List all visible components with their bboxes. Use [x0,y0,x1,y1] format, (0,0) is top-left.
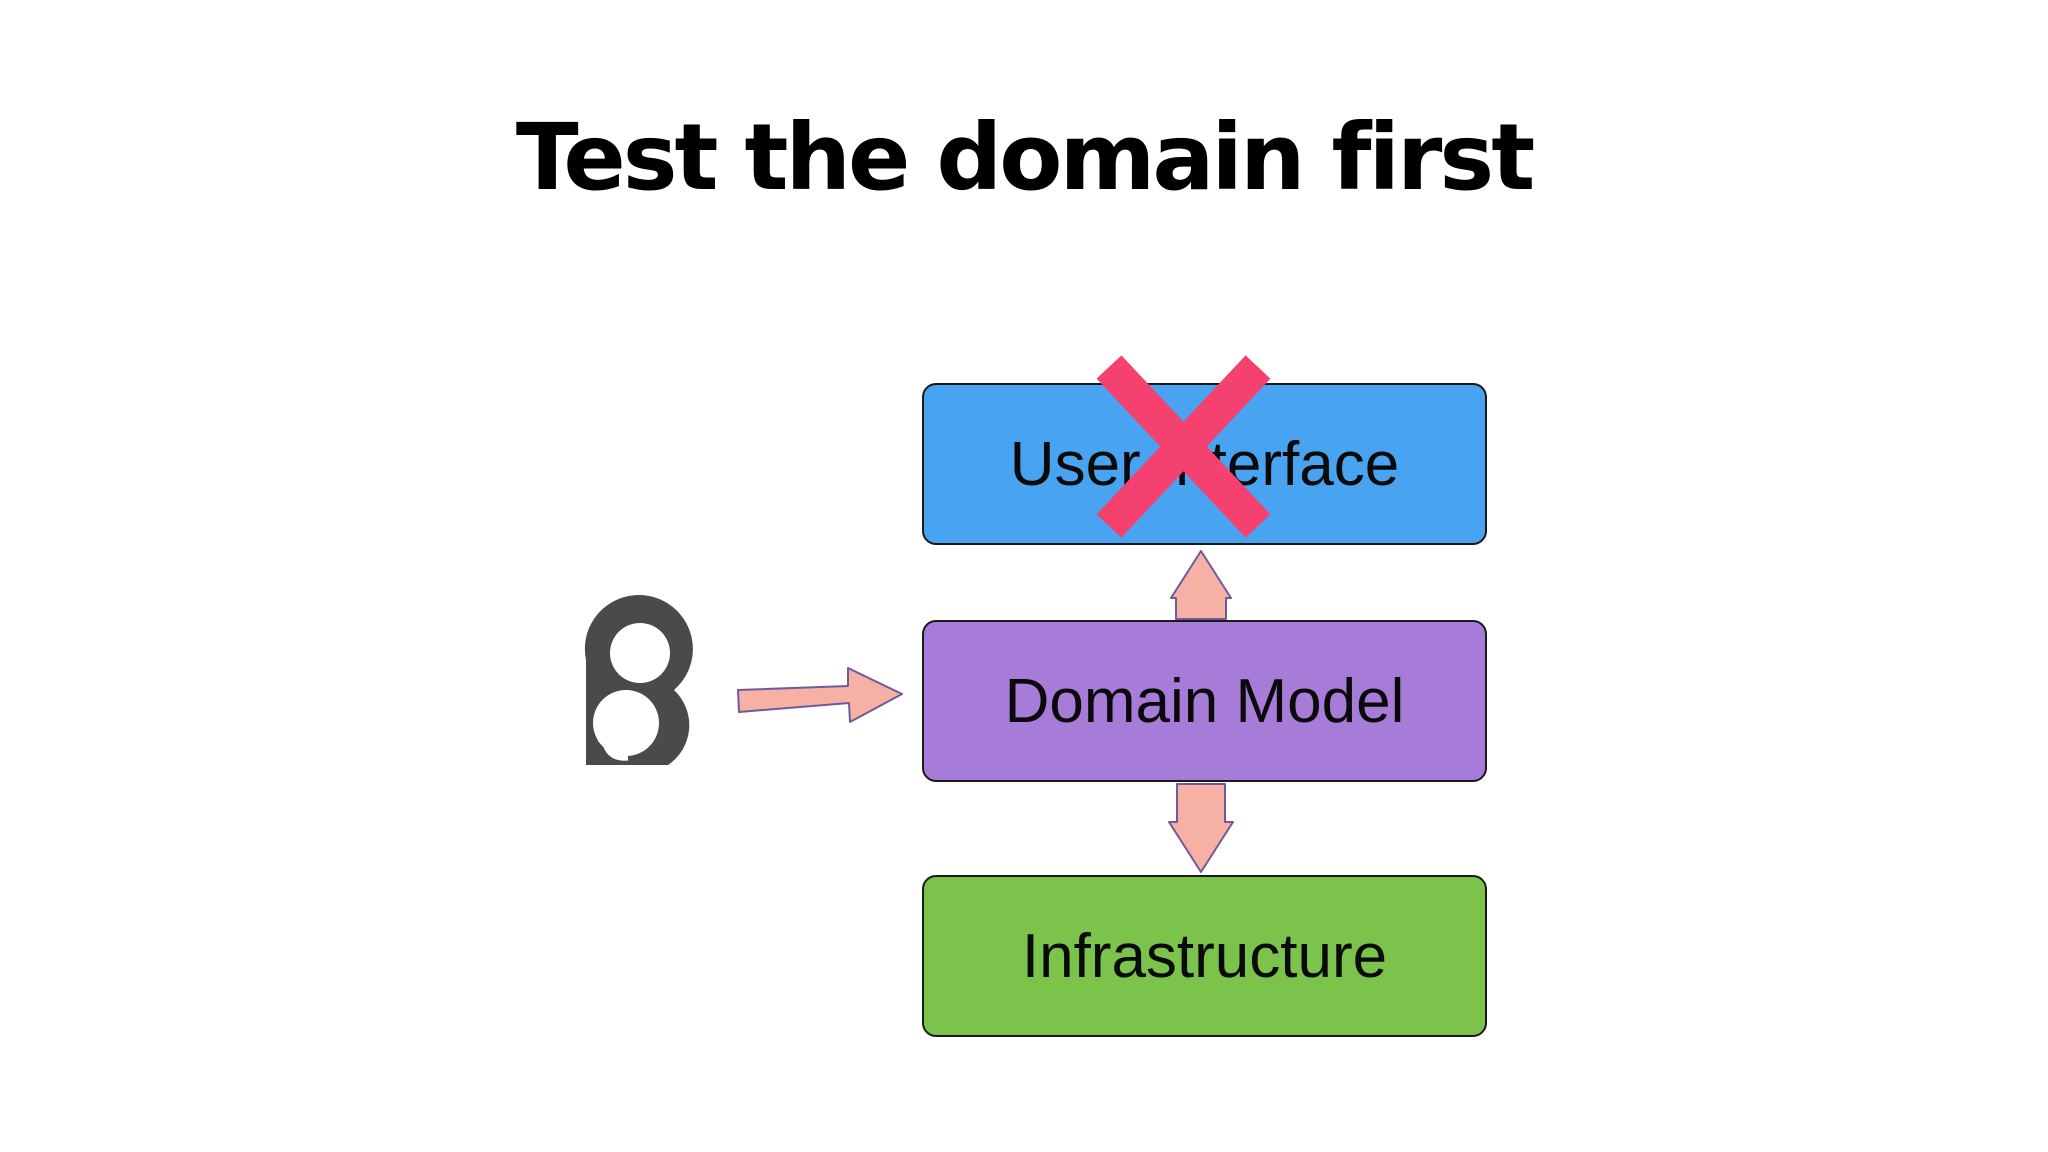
infrastructure-layer: Infrastructure [922,875,1487,1037]
test-arrow [737,667,903,723]
domain-model-label: Domain Model [1004,666,1405,736]
behave-logo-icon [584,594,693,765]
domain-infra-arrow [1168,783,1234,873]
ui-domain-arrow [1170,550,1232,620]
infrastructure-label: Infrastructure [1021,921,1388,991]
domain-model-layer: Domain Model [922,620,1487,782]
slide-title: Test the domain first [515,104,1535,211]
cross-out-icon [1096,355,1271,538]
